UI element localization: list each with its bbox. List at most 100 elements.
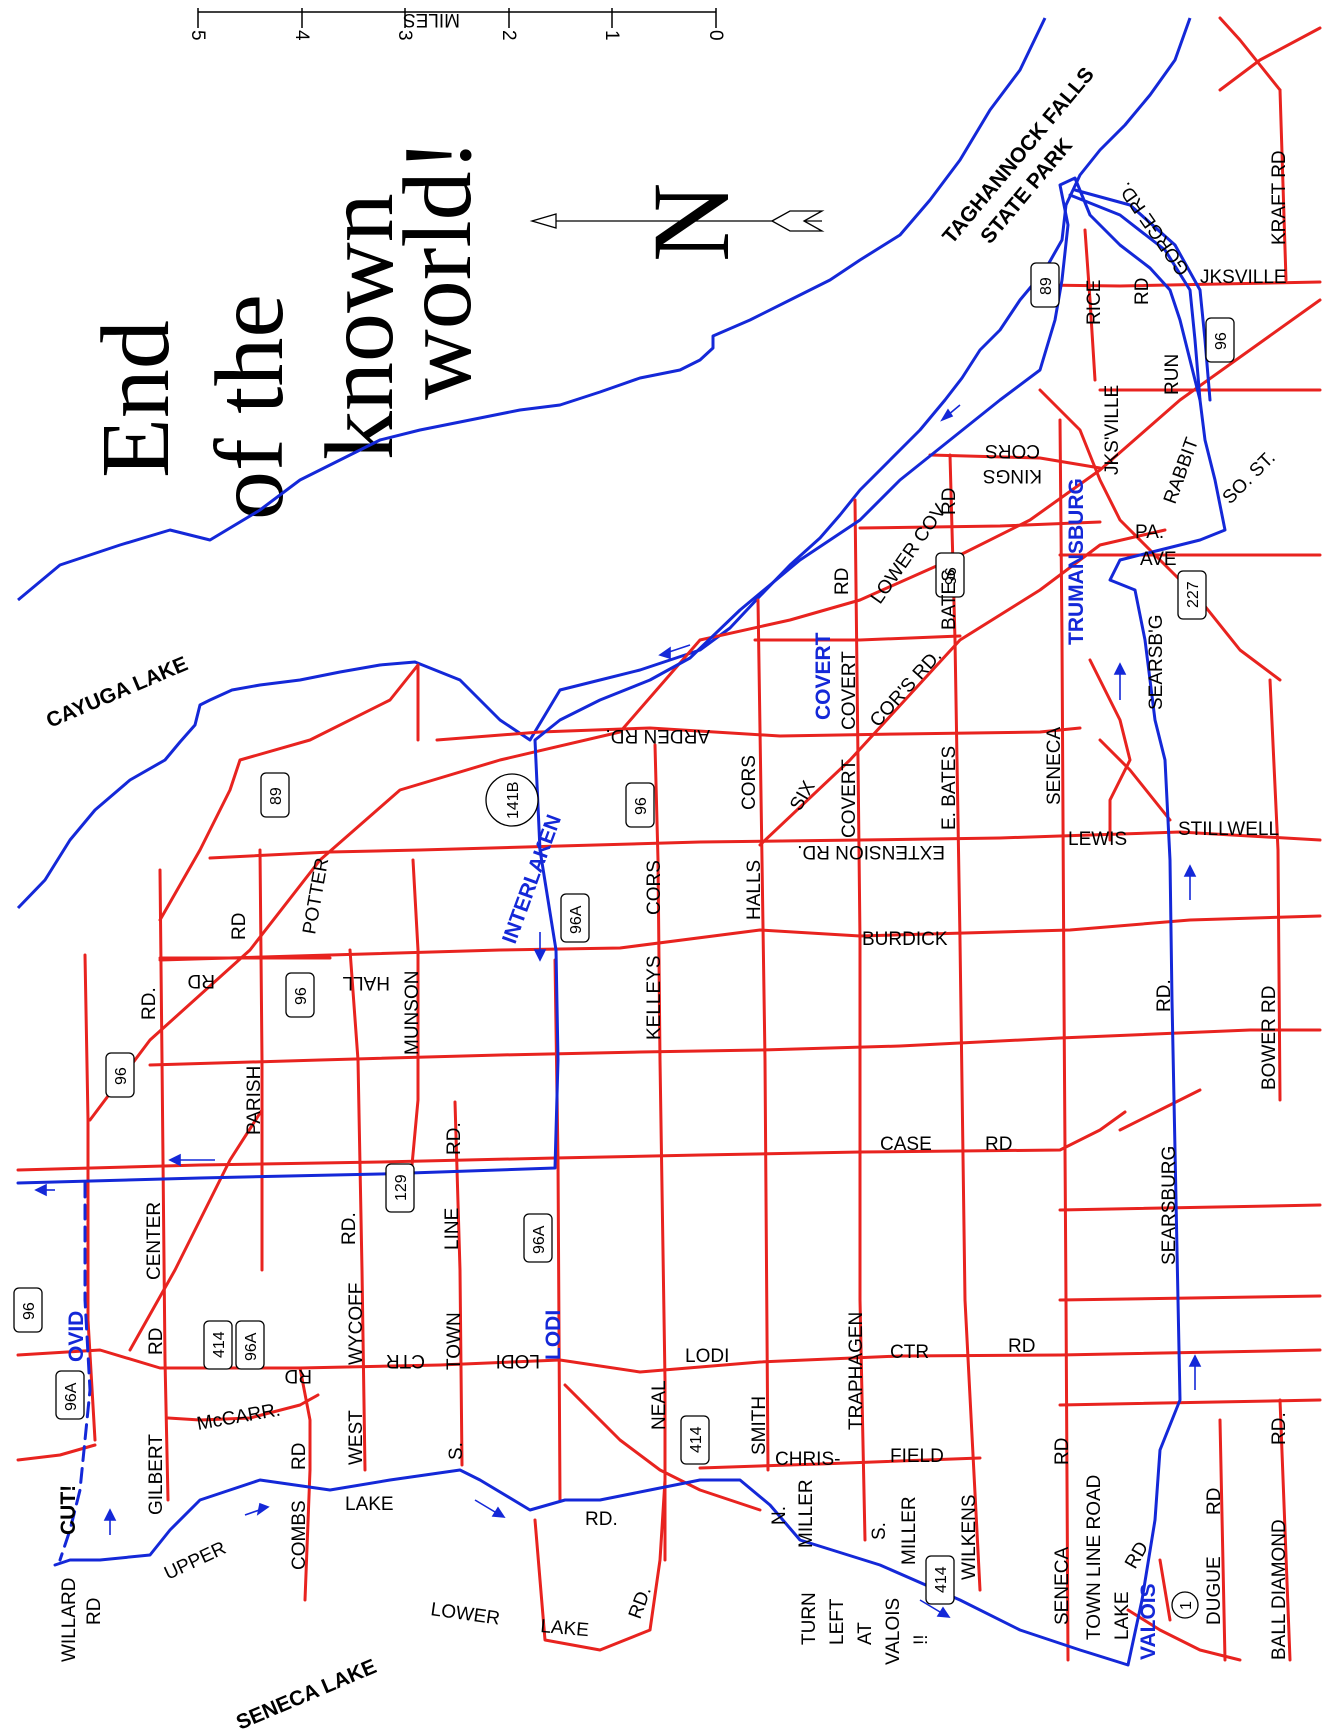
road-dugue-valois [1158, 1558, 1172, 1622]
scale-tick-2: 2 [498, 30, 519, 41]
road-96-diagonal [88, 298, 1322, 1122]
road-mid-1 [148, 1028, 1322, 1067]
road-seneca [1058, 418, 1070, 1662]
label-munson: MUNSON [402, 971, 423, 1055]
turn-note-line-5: !! [911, 1634, 932, 1645]
road-valois-loop [1126, 1608, 1242, 1662]
shield-89-a-label: 89 [1038, 277, 1055, 295]
label-rd-lower-cov: RD [832, 568, 853, 595]
label-center: CENTER [144, 1202, 165, 1280]
road-burdick [158, 914, 1322, 962]
road-network [16, 16, 1322, 1662]
shield-96-b-label: 96 [1213, 332, 1230, 350]
label-line: LINE [442, 1208, 463, 1250]
town-lodi: LODI [542, 1310, 565, 1360]
road-east-ne [1218, 26, 1322, 92]
shield-129-label: 129 [393, 1174, 410, 1201]
road-center [158, 868, 170, 1502]
label-e-bates: E. BATES [939, 746, 960, 830]
scale-tick-4: 4 [291, 30, 312, 41]
label-rd-hall: RD [188, 970, 215, 991]
label-ctr-2: CTR [890, 1342, 929, 1363]
label-rd-potter: RD [229, 913, 250, 940]
shield-96a-b-label: 96A [531, 1225, 548, 1254]
shield-96-d-label: 96 [293, 987, 310, 1005]
shield-141b-label: 141B [505, 782, 522, 819]
road-lewis [1098, 738, 1172, 822]
road-ball-diamond [1278, 1398, 1292, 1662]
north-arrow: N [529, 183, 825, 262]
label-chris: CHRIS- [775, 1449, 840, 1470]
shield-96-a: 96 [935, 552, 965, 598]
shield-89-b: 89 [260, 772, 290, 818]
road-kraft [1278, 88, 1288, 282]
label-field: FIELD [890, 1446, 944, 1467]
label-miller-n: MILLER [796, 1479, 817, 1548]
road-arden [435, 726, 1082, 742]
shield-129: 129 [385, 1163, 415, 1213]
label-ball-diamond: BALL DIAMOND [1269, 1519, 1290, 1660]
label-rd-ctr: RD [1008, 1336, 1035, 1357]
title-line-4: world! [384, 139, 492, 400]
label-rabbit: RABBIT [1160, 435, 1203, 507]
label-rd-ball: RD. [1269, 1412, 1290, 1445]
label-lewis: LEWIS [1068, 829, 1127, 850]
road-covert-crossing [753, 634, 962, 642]
label-s-town-line: S. [446, 1442, 467, 1460]
road-cors-rd [758, 528, 1167, 847]
shield-96a-b: 96A [523, 1213, 553, 1263]
label-ave: AVE [1140, 549, 1177, 570]
label-lodi: LODI [685, 1346, 729, 1367]
shield-414-a: 414 [203, 1320, 233, 1370]
label-searsburg: SEARSBURG [1159, 1146, 1180, 1265]
label-rd-seneca: RD [1052, 1438, 1073, 1465]
road-lower-covert [858, 520, 1102, 530]
title-line-2: of the [196, 294, 304, 520]
label-covert-2: COVERT [839, 759, 860, 838]
road-east-2 [1058, 1294, 1322, 1302]
label-cors-96: CORS [644, 860, 665, 915]
cayuga-shore-east [17, 17, 1047, 602]
bike-route [16, 176, 1227, 1667]
shield-96a-d: 96A [55, 1370, 85, 1420]
label-pa: PA. [1135, 522, 1164, 543]
label-stillwell: STILLWELL [1178, 819, 1279, 840]
label-lake-upper: LAKE [345, 1494, 394, 1515]
road-kelleys [653, 743, 667, 1562]
road-town-line-s [453, 1100, 464, 1467]
shield-96a-d-label: 96A [63, 1382, 80, 1411]
road-bower [1268, 678, 1282, 1102]
label-neal: NEAL [649, 1380, 670, 1430]
scale-unit-label: MILES [403, 9, 460, 30]
label-rd-mccarr: RD [285, 1365, 312, 1386]
road-covert [853, 498, 867, 1542]
turn-note-line-2: LEFT [827, 1598, 848, 1645]
label-lake-valois: LAKE [1112, 1591, 1133, 1640]
shield-141b: 141B [485, 773, 539, 827]
road-east-ne-2 [1218, 16, 1282, 92]
scale-tick-1: 1 [601, 30, 622, 41]
label-wycoff: WYCOFF [346, 1283, 367, 1365]
label-dugue: DUGUE [1204, 1556, 1225, 1625]
road-89 [158, 663, 420, 922]
label-kings: KINGS [983, 465, 1042, 486]
scale-tick-0: 0 [705, 30, 726, 41]
label-so-st: SO. ST. [1219, 447, 1280, 508]
shield-96a-a-label: 96A [568, 905, 585, 934]
label-six: SIX [786, 777, 820, 814]
town-interlaken: INTERLAKEN [498, 812, 566, 947]
label-west: WEST [346, 1410, 367, 1465]
label-gilbert: GILBERT [146, 1434, 167, 1515]
label-town-line-road: TOWN LINE ROAD [1084, 1475, 1105, 1640]
label-rd-willard: RD [84, 1598, 105, 1625]
shield-96a-c: 96A [235, 1320, 265, 1370]
label-kelleys: KELLEYS [644, 956, 665, 1041]
shield-96-f-label: 96 [21, 1302, 38, 1320]
label-rd-upper: RD. [585, 1509, 618, 1530]
label-lake-lower: LAKE [540, 1616, 590, 1641]
direction-arrows [34, 404, 1202, 1618]
shield-96a-a: 96A [560, 893, 590, 943]
label-gorge-rd: GORGE RD. [1115, 178, 1195, 279]
label-extension-rd: EXTENSION RD. [797, 841, 945, 862]
shield-96a-c-label: 96A [243, 1332, 260, 1361]
